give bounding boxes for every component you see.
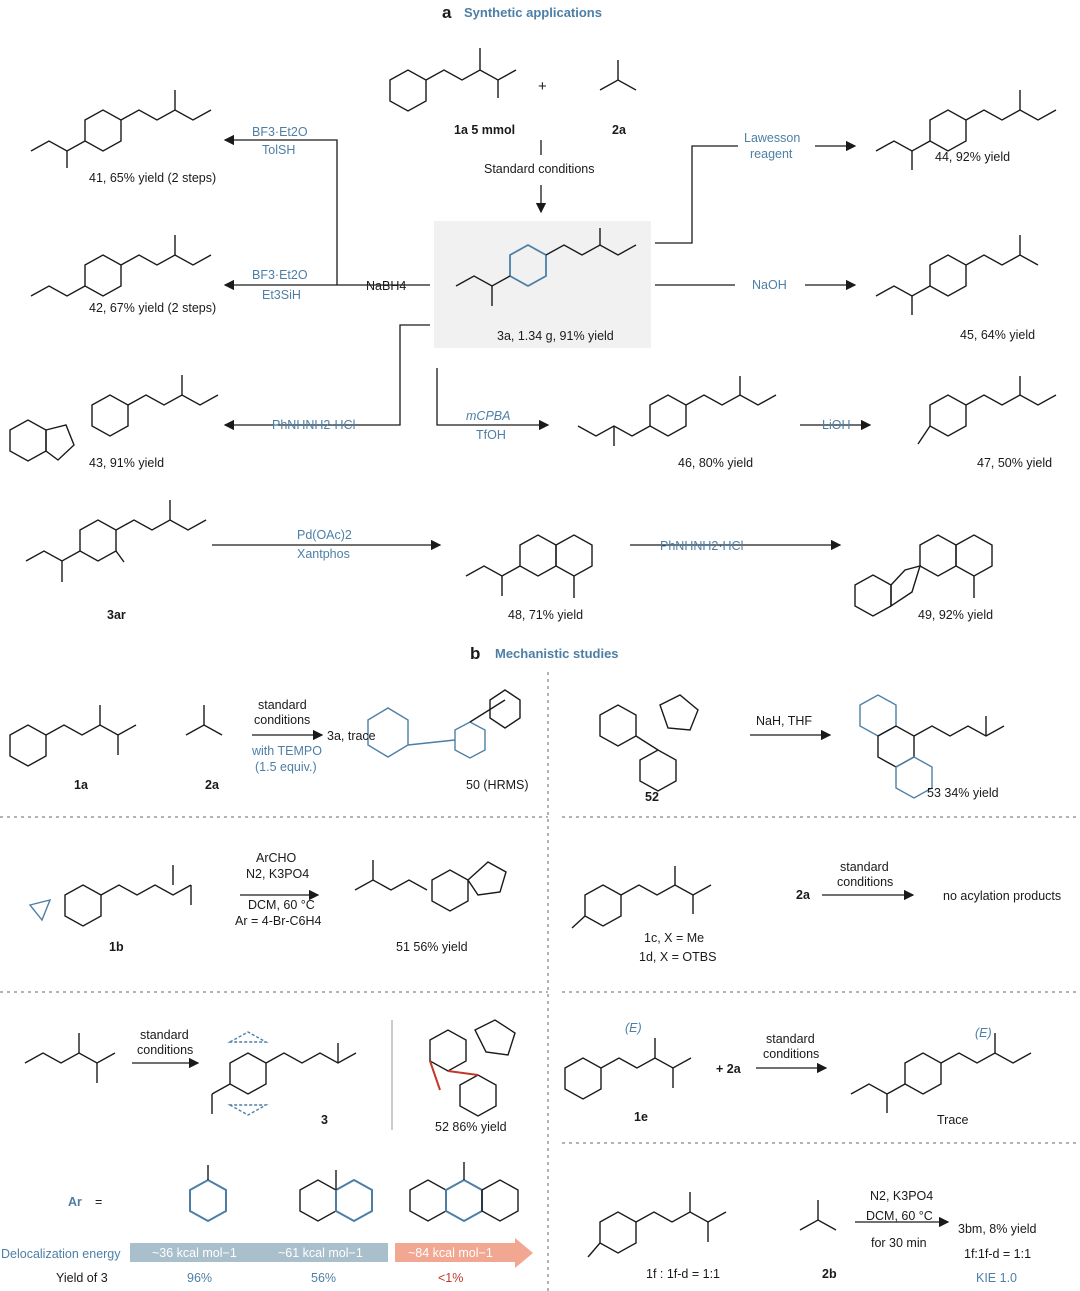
b7-kie: KIE 1.0 <box>976 1271 1017 1285</box>
b1-label-2a: 2a <box>205 778 219 792</box>
deloc-arrow-head <box>515 1238 533 1268</box>
reagent-nabh4: NaBH4 <box>366 279 407 293</box>
section-b-letter: b <box>470 644 481 663</box>
b4-cond-2: conditions <box>837 875 894 889</box>
yield-value-1: 96% <box>187 1271 213 1285</box>
reagent-41-2: TolSH <box>262 143 296 157</box>
section-a-title: Synthetic applications <box>464 5 602 20</box>
b2-cond: NaH, THF <box>756 714 813 728</box>
b6-label-1e: 1e <box>634 1110 648 1124</box>
b6-label-2a: + 2a <box>716 1062 741 1076</box>
deloc-label: Delocalization energy <box>1 1247 121 1261</box>
b6-result: Trace <box>937 1113 969 1127</box>
reagent-45: NaOH <box>752 278 787 292</box>
reagent-41-1: BF3·Et2O <box>252 125 308 139</box>
label-41: 41, 65% yield (2 steps) <box>89 171 217 185</box>
deloc-value-1: ~36 kcal mol−1 <box>152 1246 237 1260</box>
label-2a: 2a <box>612 123 626 137</box>
ar-equals: = <box>95 1195 103 1209</box>
label-3a: 3a, 1.34 g, 91% yield <box>497 329 614 343</box>
label-43: 43, 91% yield <box>89 456 165 470</box>
reagent-42-2: Et3SiH <box>262 288 301 302</box>
b6-e-1: (E) <box>625 1021 642 1035</box>
yield-value-3: <1% <box>438 1271 464 1285</box>
label-1a: 1a 5 mmol <box>454 123 516 137</box>
b3-label-51: 51 56% yield <box>396 940 468 954</box>
b5-label-52: 52 86% yield <box>435 1120 507 1134</box>
b7-result-1: 3bm, 8% yield <box>958 1222 1037 1236</box>
reagent-43: PhNHNH2·HCl <box>272 418 356 432</box>
deloc-pill-3 <box>395 1243 515 1262</box>
yield-label: Yield of 3 <box>56 1271 108 1285</box>
b1-tempo-2: (1.5 equiv.) <box>255 760 317 774</box>
reagent-46-2: TfOH <box>476 428 506 442</box>
label-44: 44, 92% yield <box>935 150 1011 164</box>
ar-label: Ar <box>68 1195 82 1209</box>
b2-label-52: 52 <box>645 790 659 804</box>
yield-value-2: 56% <box>311 1271 337 1285</box>
b4-result: no acylation products <box>943 889 1062 903</box>
reagent-49: PhNHNH2·HCl <box>660 539 744 553</box>
label-47: 47, 50% yield <box>977 456 1053 470</box>
b7-label-2b: 2b <box>822 1267 837 1281</box>
deloc-value-2: ~61 kcal mol−1 <box>278 1246 363 1260</box>
b6-cond-2: conditions <box>763 1047 820 1061</box>
plus-sign: + <box>538 78 547 95</box>
b3-cond-1: ArCHO <box>256 851 297 865</box>
b6-e-2: (E) <box>975 1026 992 1040</box>
b7-cond-3: for 30 min <box>871 1236 927 1250</box>
label-49: 49, 92% yield <box>918 608 994 622</box>
b4-label-1d: 1d, X = OTBS <box>639 950 717 964</box>
b3-cond-3: DCM, 60 °C <box>248 898 315 912</box>
b2-label-53: 53 34% yield <box>927 786 999 800</box>
label-45: 45, 64% yield <box>960 328 1036 342</box>
label-3ar: 3ar <box>107 608 126 622</box>
reagent-46-1: mCPBA <box>466 409 511 423</box>
b5-label-3: 3 <box>321 1113 328 1127</box>
b3-cond-2: N2, K3PO4 <box>246 867 310 881</box>
b3-label-1b: 1b <box>109 940 124 954</box>
b1-cond-1: standard <box>258 698 307 712</box>
b5-cond-2: conditions <box>137 1043 194 1057</box>
standard-conditions: Standard conditions <box>484 162 595 176</box>
b4-cond-1: standard <box>840 860 889 874</box>
b1-tempo-1: with TEMPO <box>252 744 322 758</box>
deloc-pill-1 <box>130 1243 258 1262</box>
deloc-pill-2 <box>258 1243 388 1262</box>
b7-cond-1: N2, K3PO4 <box>870 1189 934 1203</box>
reagent-48-2: Xantphos <box>297 547 350 561</box>
b1-cond-2: conditions <box>254 713 311 727</box>
label-42: 42, 67% yield (2 steps) <box>89 301 217 315</box>
b6-cond-1: standard <box>766 1032 815 1046</box>
section-b-title: Mechanistic studies <box>495 646 619 661</box>
reagent-44-2: reagent <box>750 147 793 161</box>
reagent-42-1: BF3·Et2O <box>252 268 308 282</box>
b1-trace: 3a, trace <box>327 729 376 743</box>
b4-label-1c: 1c, X = Me <box>644 931 705 945</box>
b7-label-1f: 1f : 1f-d = 1:1 <box>646 1267 721 1281</box>
b5-cond-1: standard <box>140 1028 189 1042</box>
b1-label-1a: 1a <box>74 778 88 792</box>
b7-result-2: 1f:1f-d = 1:1 <box>964 1247 1032 1261</box>
section-a-letter: a <box>442 3 452 22</box>
highlight-box <box>434 221 651 348</box>
label-48: 48, 71% yield <box>508 608 584 622</box>
b1-label-50: 50 (HRMS) <box>466 778 529 792</box>
label-46: 46, 80% yield <box>678 456 754 470</box>
deloc-value-3: ~84 kcal mol−1 <box>408 1246 493 1260</box>
reagent-47: LiOH <box>822 418 851 432</box>
reagent-44-1: Lawesson <box>744 131 801 145</box>
b7-cond-2: DCM, 60 °C <box>866 1209 933 1223</box>
b3-cond-4: Ar = 4-Br-C6H4 <box>235 914 322 928</box>
reagent-48-1: Pd(OAc)2 <box>297 528 352 542</box>
b4-label-2a: 2a <box>796 888 810 902</box>
